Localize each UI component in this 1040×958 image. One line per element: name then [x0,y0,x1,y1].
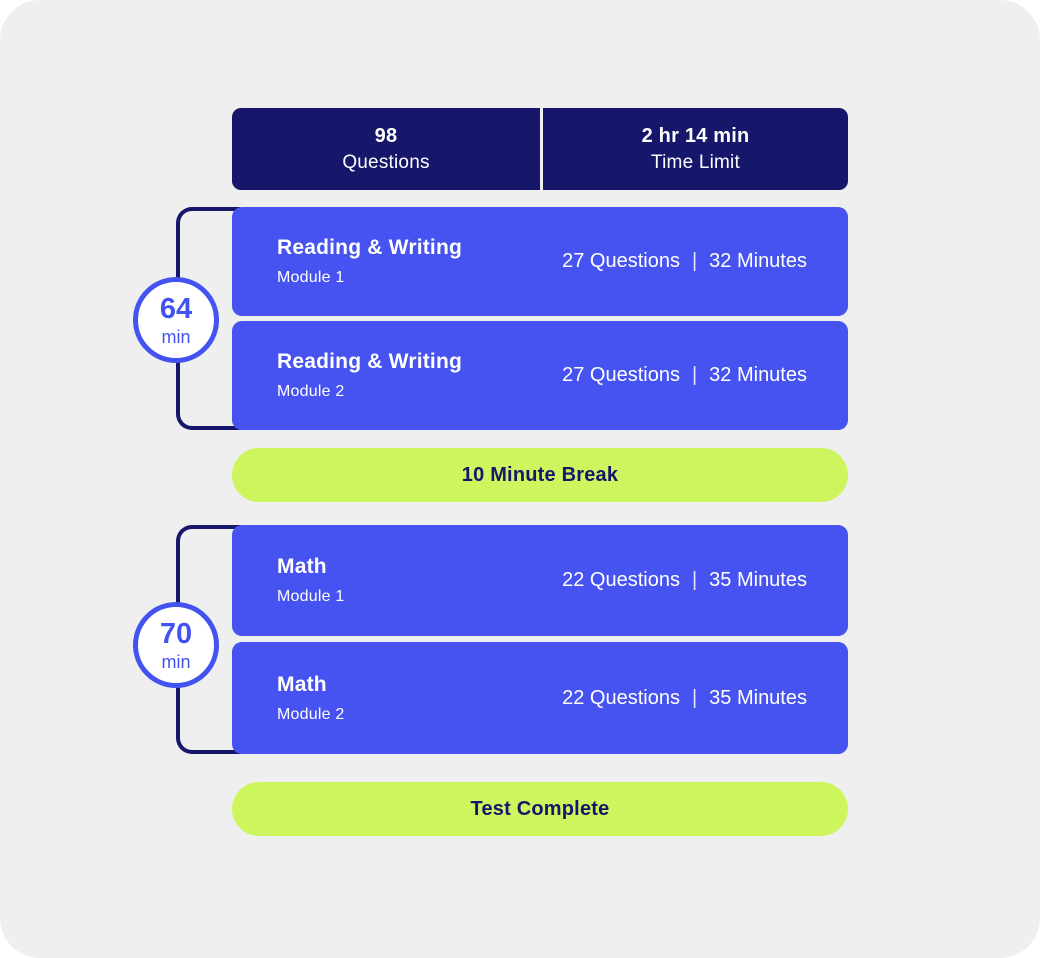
module-block-reading-writing-2: Reading & Writing Module 2 27 Questions … [232,321,848,430]
module-minutes: 35 Minutes [709,686,807,709]
module-question-count: 22 Questions [562,686,680,709]
module-question-count: 22 Questions [562,569,680,591]
time-limit-value: 2 hr 14 min [641,124,750,147]
module-subject: Reading & Writing [277,350,463,373]
test-complete-banner: Test Complete [232,782,848,836]
module-minutes: 35 Minutes [709,569,807,591]
pipe-divider: | [691,250,698,272]
module-minutes: 32 Minutes [709,250,807,272]
module-subject: Math [277,672,327,696]
module-subject: Reading & Writing [277,236,463,259]
module-subject: Math [277,555,327,578]
duration-badge-math: 70 min [133,602,219,688]
total-questions-label: Questions [342,151,430,173]
duration-value: 64 [159,292,193,325]
duration-badge-reading-writing: 64 min [133,277,219,363]
header-time-cell: 2 hr 14 min Time Limit [543,108,848,190]
module-number: Module 1 [277,588,345,605]
module-block-math-1: Math Module 1 22 Questions | 35 Minutes [232,525,848,636]
pipe-divider: | [691,686,698,709]
pipe-divider: | [691,569,698,591]
module-block-math-2: Math Module 2 22 Questions | 35 Minutes [232,642,848,754]
time-limit-label: Time Limit [651,151,740,173]
break-banner: 10 Minute Break [232,448,848,502]
duration-unit: min [161,326,191,347]
module-question-count: 27 Questions [562,364,680,386]
module-number: Module 1 [277,269,345,286]
pipe-divider: | [691,364,698,386]
module-number: Module 2 [277,383,345,400]
header-questions-cell: 98 Questions [232,108,540,190]
test-complete-label: Test Complete [470,797,610,820]
module-question-count: 27 Questions [562,250,680,272]
duration-unit: min [161,651,191,672]
module-minutes: 32 Minutes [709,364,807,386]
break-banner-label: 10 Minute Break [461,463,619,486]
module-block-reading-writing-1: Reading & Writing Module 1 27 Questions … [232,207,848,316]
total-questions-value: 98 [374,124,398,147]
module-number: Module 2 [277,705,345,723]
duration-value: 70 [159,617,193,650]
